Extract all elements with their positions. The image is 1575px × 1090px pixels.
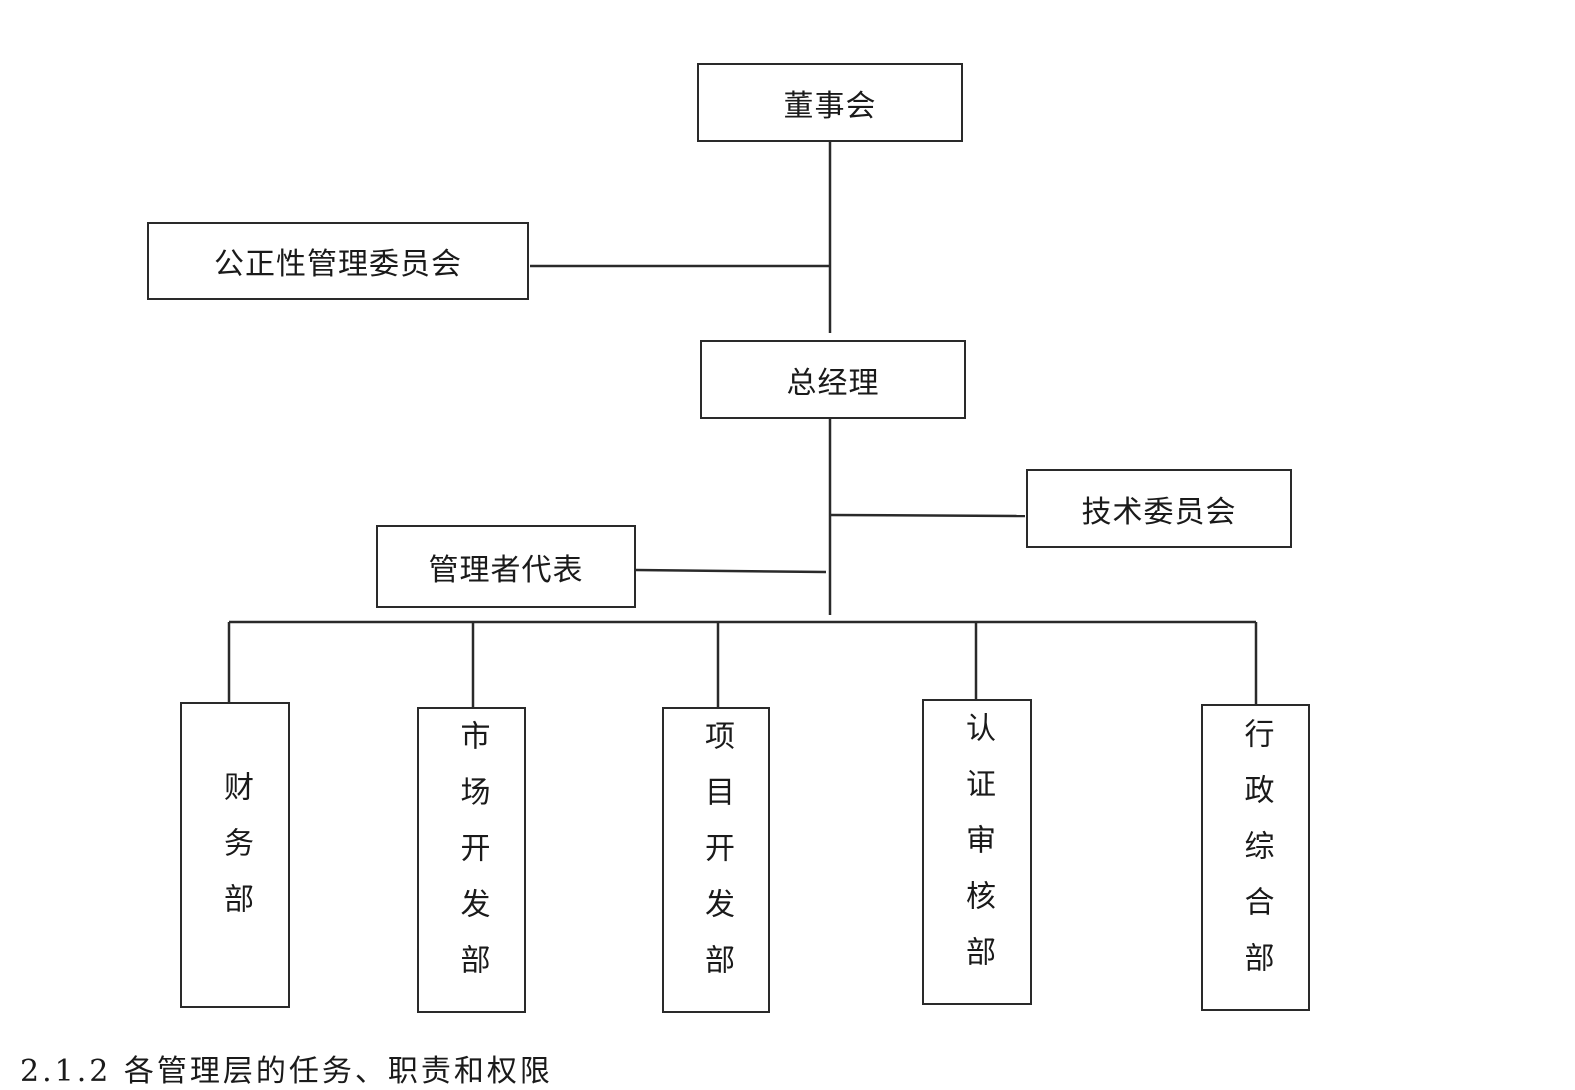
impartiality-committee-box: 公正性管理委员会 xyxy=(147,222,529,300)
dept-administration-box: 行政综合部 xyxy=(1201,704,1310,1011)
management-representative-label: 管理者代表 xyxy=(428,552,584,588)
technical-committee-box: 技术委员会 xyxy=(1026,469,1292,548)
dept-finance-box: 财务部 xyxy=(180,702,290,1008)
line-tech-committee xyxy=(829,513,1026,518)
section-caption: 2.1.2 各管理层的任务、职责和权限 xyxy=(20,1054,553,1089)
management-representative-box: 管理者代表 xyxy=(376,525,636,608)
dept-market-development-box: 市场开发部 xyxy=(417,707,526,1013)
board-label: 董事会 xyxy=(783,88,877,124)
dept-project-development-label: 项目开发部 xyxy=(699,720,734,1000)
dept-certification-audit-label: 认证审核部 xyxy=(960,712,995,992)
dept-project-development-box: 项目开发部 xyxy=(662,707,770,1013)
dept-certification-audit-box: 认证审核部 xyxy=(922,699,1032,1005)
general-manager-box: 总经理 xyxy=(700,340,966,419)
line-mgmt-rep xyxy=(635,568,827,574)
dept-market-development-label: 市场开发部 xyxy=(454,720,490,1000)
dept-administration-label: 行政综合部 xyxy=(1238,717,1274,998)
impartiality-committee-label: 公正性管理委员会 xyxy=(214,247,462,282)
dept-finance-label: 财务部 xyxy=(218,771,253,939)
general-manager-label: 总经理 xyxy=(786,365,880,401)
technical-committee-label: 技术委员会 xyxy=(1081,494,1237,530)
board-box: 董事会 xyxy=(697,63,963,142)
